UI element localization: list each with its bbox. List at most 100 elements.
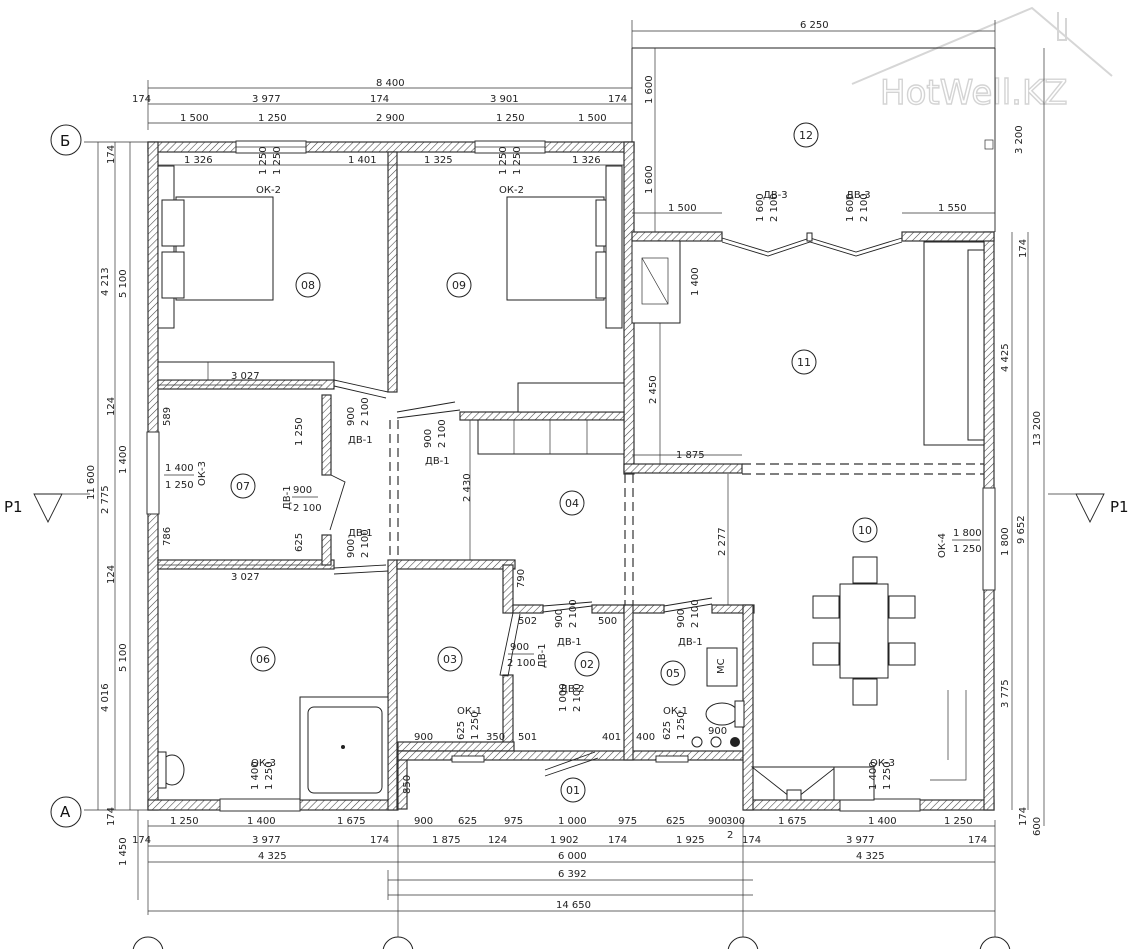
furniture (157, 165, 985, 801)
svg-text:1 250: 1 250 (953, 544, 982, 555)
svg-text:1 250: 1 250 (498, 146, 509, 175)
windows (146, 140, 996, 812)
svg-text:174: 174 (106, 145, 117, 164)
svg-text:174: 174 (608, 835, 627, 846)
svg-text:1 400: 1 400 (868, 761, 879, 790)
svg-text:174: 174 (132, 835, 151, 846)
svg-text:1 325: 1 325 (424, 155, 453, 166)
axis-b-bubble (50, 124, 82, 156)
svg-text:6 392: 6 392 (558, 869, 587, 880)
svg-text:790: 790 (516, 569, 527, 588)
svg-text:1 600: 1 600 (644, 75, 655, 104)
svg-text:4 325: 4 325 (258, 851, 287, 862)
svg-text:1 250: 1 250 (676, 711, 687, 740)
svg-text:1 902: 1 902 (550, 835, 579, 846)
svg-text:1 875: 1 875 (432, 835, 461, 846)
svg-text:9 652: 9 652 (1016, 515, 1027, 544)
svg-text:625: 625 (294, 533, 305, 552)
svg-text:174: 174 (132, 94, 151, 105)
dv1-mark-09: ДВ-1 (425, 456, 450, 467)
svg-text:1 400: 1 400 (868, 816, 897, 827)
svg-text:2 900: 2 900 (376, 113, 405, 124)
svg-text:2 430: 2 430 (462, 473, 473, 502)
svg-text:124: 124 (488, 835, 507, 846)
doors (329, 232, 903, 777)
svg-text:1 500: 1 500 (668, 203, 697, 214)
svg-text:1 401: 1 401 (348, 155, 377, 166)
svg-text:500: 500 (598, 616, 617, 627)
svg-text:900: 900 (676, 609, 687, 628)
svg-text:2 100: 2 100 (690, 599, 701, 628)
svg-text:5 100: 5 100 (118, 269, 129, 298)
svg-text:1 925: 1 925 (676, 835, 705, 846)
dimension-lines (97, 20, 1045, 940)
svg-text:1 250: 1 250 (165, 480, 194, 491)
svg-text:4 325: 4 325 (856, 851, 885, 862)
svg-text:2 100: 2 100 (507, 658, 536, 669)
room-05: 05 (666, 667, 680, 680)
watermark-text: HotWell.KZ (880, 73, 1068, 113)
svg-text:625: 625 (458, 816, 477, 827)
svg-text:1 000: 1 000 (558, 683, 569, 712)
svg-text:174: 174 (370, 835, 389, 846)
svg-text:1 400: 1 400 (118, 445, 129, 474)
svg-text:174: 174 (968, 835, 987, 846)
dv1-03-mark: ДВ-1 (537, 643, 548, 668)
svg-text:2 100: 2 100 (859, 193, 870, 222)
svg-text:975: 975 (504, 816, 523, 827)
svg-text:900: 900 (346, 539, 357, 558)
svg-text:5 100: 5 100 (118, 643, 129, 672)
svg-text:3 200: 3 200 (1014, 125, 1025, 154)
svg-text:1 500: 1 500 (578, 113, 607, 124)
svg-text:2 100: 2 100 (769, 193, 780, 222)
svg-text:1 000: 1 000 (558, 816, 587, 827)
svg-text:401: 401 (602, 732, 621, 743)
axis-b-label: Б (60, 132, 70, 150)
svg-text:174: 174 (370, 94, 389, 105)
svg-text:1 250: 1 250 (512, 146, 523, 175)
svg-text:3 027: 3 027 (231, 572, 260, 583)
ok1-05-mark: ОК-1 (663, 706, 688, 717)
room-10: 10 (858, 524, 872, 537)
svg-text:4 425: 4 425 (1000, 343, 1011, 372)
svg-text:1 250: 1 250 (264, 761, 275, 790)
dv1-mark-05: ДВ-1 (678, 637, 703, 648)
svg-text:400: 400 (636, 732, 655, 743)
axis-a-label: А (60, 803, 71, 821)
svg-text:2 100: 2 100 (568, 599, 579, 628)
svg-text:3 901: 3 901 (490, 94, 519, 105)
svg-text:1 600: 1 600 (644, 165, 655, 194)
svg-text:1 400: 1 400 (250, 761, 261, 790)
section-right-marker (1075, 493, 1105, 524)
svg-text:1 675: 1 675 (778, 816, 807, 827)
svg-text:6 250: 6 250 (800, 20, 829, 31)
dv1-mark-08: ДВ-1 (348, 435, 373, 446)
svg-text:786: 786 (162, 527, 173, 546)
svg-text:2 450: 2 450 (648, 375, 659, 404)
svg-text:900: 900 (423, 429, 434, 448)
svg-text:174: 174 (106, 807, 117, 826)
svg-text:900: 900 (414, 732, 433, 743)
dv1-07-w: 900 (293, 485, 312, 496)
svg-text:1 800: 1 800 (1000, 527, 1011, 556)
svg-text:124: 124 (106, 397, 117, 416)
dimension-texts: 6 250 8 400 174 3 977 174 3 901 174 1 50… (86, 20, 1043, 911)
svg-text:850: 850 (402, 775, 413, 794)
svg-text:1 250: 1 250 (170, 816, 199, 827)
svg-text:900: 900 (554, 609, 565, 628)
room-01: 01 (566, 784, 580, 797)
svg-text:350: 350 (486, 732, 505, 743)
dv1-mark-02: ДВ-1 (557, 637, 582, 648)
svg-text:2 100: 2 100 (437, 419, 448, 448)
svg-text:1 250: 1 250 (258, 146, 269, 175)
axis-a-bubble (50, 796, 82, 828)
svg-text:900: 900 (346, 407, 357, 426)
svg-text:2 775: 2 775 (100, 485, 111, 514)
svg-text:2 100: 2 100 (293, 503, 322, 514)
room-03: 03 (443, 653, 457, 666)
ok3-07-w: 1 400 (165, 463, 194, 474)
svg-text:1 250: 1 250 (294, 417, 305, 446)
hotwell-logo: HotWell.KZ (851, 6, 1113, 114)
svg-text:1 875: 1 875 (676, 450, 705, 461)
svg-text:1 500: 1 500 (180, 113, 209, 124)
